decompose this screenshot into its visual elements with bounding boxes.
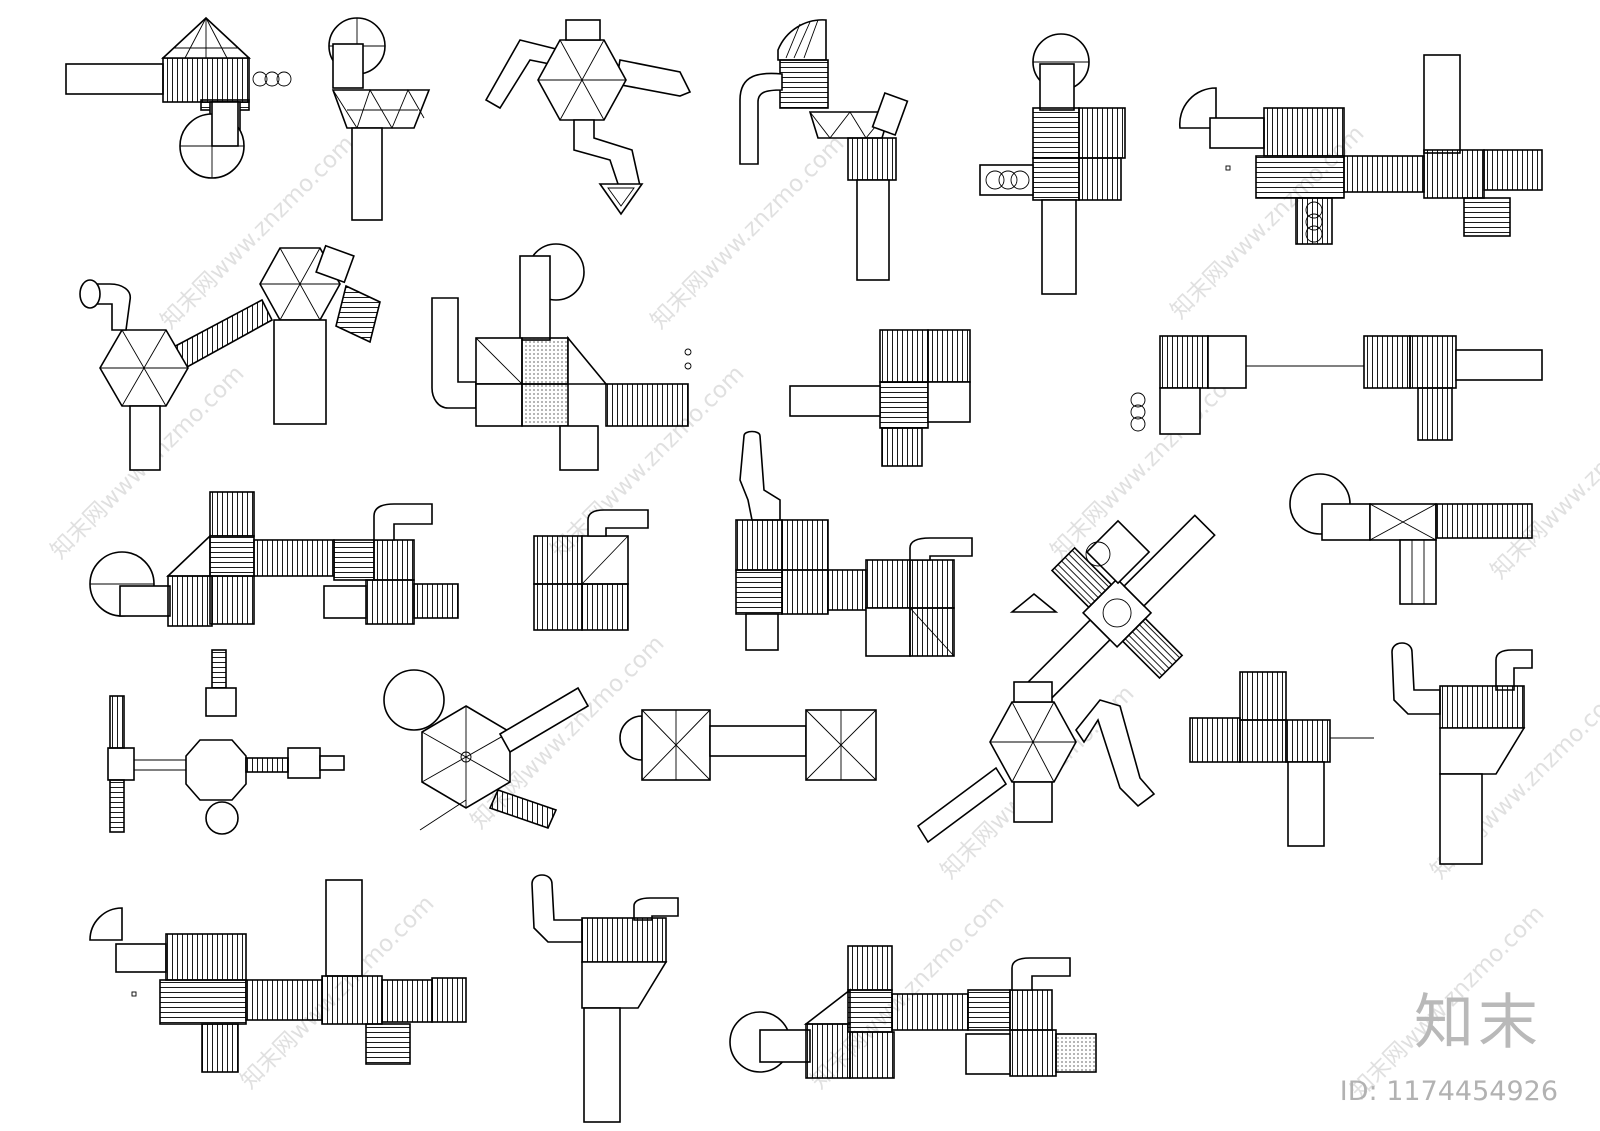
playground-module-6 xyxy=(1178,54,1543,245)
brand-mark: 知末 xyxy=(1414,988,1542,1058)
playground-module-11 xyxy=(89,491,459,627)
watermark-text: 知末网www.znzmo.com xyxy=(1046,361,1250,565)
watermark-text: 知末网www.znzmo.com xyxy=(1486,381,1600,585)
playground-module-17 xyxy=(383,669,590,831)
playground-module-16 xyxy=(107,649,345,835)
playground-module-8 xyxy=(431,243,689,471)
playground-module-5 xyxy=(979,33,1126,295)
asset-id-label: ID: 1174454926 xyxy=(1339,1076,1558,1107)
playground-module-13 xyxy=(735,430,973,657)
playground-module-9 xyxy=(789,329,971,467)
playground-module-20 xyxy=(1189,671,1374,847)
playground-module-3 xyxy=(484,19,692,216)
annotation-marks xyxy=(131,165,1231,997)
playground-module-2 xyxy=(328,17,431,221)
playground-module-10 xyxy=(1130,335,1543,441)
playground-module-19 xyxy=(916,681,1156,844)
playground-module-24 xyxy=(729,945,1097,1079)
playground-module-12 xyxy=(533,509,649,631)
playground-module-7 xyxy=(79,244,381,471)
playground-module-22 xyxy=(89,879,467,1073)
playground-module-21 xyxy=(1391,642,1533,865)
playground-module-15 xyxy=(1289,473,1533,605)
playground-module-23 xyxy=(531,874,679,1123)
playground-module-18 xyxy=(619,709,877,781)
playground-module-1 xyxy=(65,16,292,179)
playground-module-4 xyxy=(739,19,909,281)
